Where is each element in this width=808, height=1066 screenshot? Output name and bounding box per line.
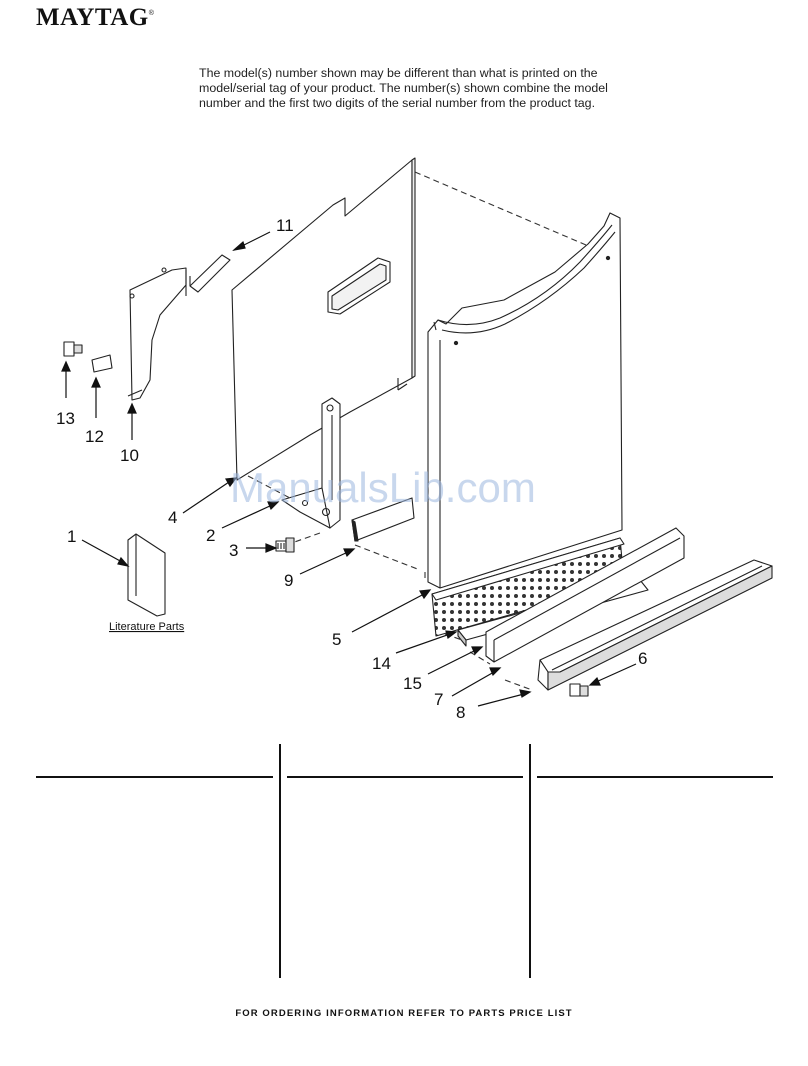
strip-part-9 — [351, 497, 415, 542]
table-column-divider-2 — [529, 744, 531, 978]
callout-3: 3 — [229, 541, 238, 560]
notice-line: number and the first two digits of the s… — [199, 96, 596, 110]
callout-8: 8 — [456, 703, 465, 722]
cover-part-10 — [127, 267, 187, 401]
toe-panel-part-7 — [485, 527, 685, 663]
callout-11: 11 — [276, 216, 294, 235]
callout-15: 15 — [403, 674, 422, 693]
callout-10: 10 — [120, 446, 139, 465]
literature-parts-label: Literature Parts — [109, 621, 185, 633]
callout-13: 13 — [56, 409, 75, 428]
bracket-part-2 — [281, 397, 341, 529]
literature-booklet — [127, 533, 166, 617]
front-panel-part-5 — [427, 212, 623, 589]
model-number-notice: The model(s) number shown may be differe… — [199, 66, 649, 111]
brand-logo: MAYTAG® — [36, 4, 154, 32]
callout-5: 5 — [332, 630, 341, 649]
callout-leaders — [61, 231, 637, 707]
callout-7: 7 — [434, 690, 443, 709]
block-part-12 — [91, 354, 113, 373]
ordering-info-footer: FOR ORDERING INFORMATION REFER TO PARTS … — [235, 1008, 573, 1019]
table-header-rule-right — [537, 776, 773, 778]
callout-9: 9 — [284, 571, 293, 590]
callout-6: 6 — [638, 649, 647, 668]
notice-line: model/serial tag of your product. The nu… — [199, 81, 608, 95]
registered-mark: ® — [148, 10, 155, 17]
watermark: ManualsLib.com — [230, 464, 536, 511]
callout-2: 2 — [206, 526, 215, 545]
switch-part-13 — [63, 341, 83, 357]
base-channel-part-8 — [537, 559, 773, 691]
table-header-rule-middle — [287, 776, 523, 778]
notice-line: The model(s) number shown may be differe… — [199, 66, 598, 80]
callout-12: 12 — [85, 427, 104, 446]
callout-4: 4 — [168, 508, 177, 527]
side-panel-part-4 — [231, 157, 416, 481]
insulation-part-11 — [189, 254, 231, 293]
callout-14: 14 — [372, 654, 391, 673]
table-column-divider-1 — [279, 744, 281, 978]
callout-1: 1 — [67, 527, 76, 546]
brand-name: MAYTAG — [36, 4, 149, 31]
table-header-rule-left — [36, 776, 273, 778]
screw-part-3 — [275, 537, 295, 553]
assembly-guide-lines — [247, 171, 587, 691]
screw-part-6 — [569, 683, 589, 697]
